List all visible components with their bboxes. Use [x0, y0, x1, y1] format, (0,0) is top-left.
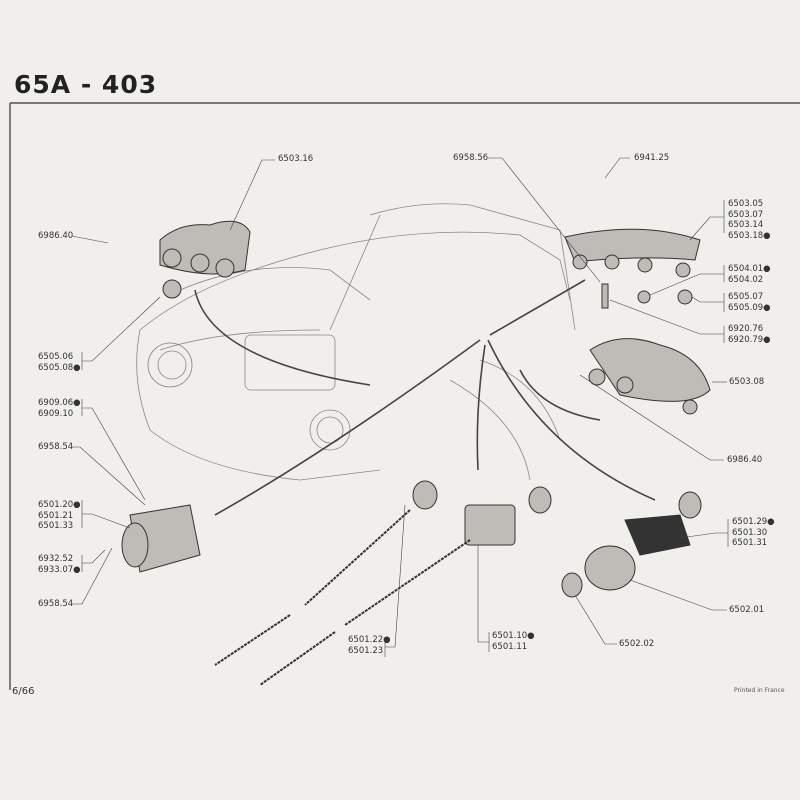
callout-6504: 6504.01●6504.02	[728, 264, 771, 285]
callout-6503-08: 6503.08	[729, 377, 765, 387]
part-6505-06	[162, 279, 182, 299]
callout-6502-01: 6502.01	[729, 605, 765, 615]
callout-6986-40-right: 6986.40	[727, 455, 763, 465]
callout-6986-40-left: 6986.40	[38, 231, 74, 241]
part-6502-02	[561, 572, 583, 598]
callout-6501-10: 6501.10●6501.11	[492, 631, 535, 652]
callout-6958-54-top: 6958.54	[38, 442, 74, 452]
callout-6909: 6909.06●6909.10	[38, 398, 81, 419]
page-number: 6/66	[12, 686, 35, 697]
part-6505-07	[677, 289, 693, 305]
callout-6941-25: 6941.25	[634, 153, 670, 163]
callout-6502-02: 6502.02	[619, 639, 655, 649]
printed-in-france: Printed in France	[734, 687, 785, 694]
part-6502-01	[584, 545, 636, 591]
part-6920	[601, 283, 609, 309]
page-title: 65A - 403	[14, 70, 158, 99]
callout-6501-22: 6501.22●6501.23	[348, 635, 391, 656]
part-6504	[637, 290, 651, 304]
callout-6958-54-bottom: 6958.54	[38, 599, 74, 609]
car-outline	[136, 203, 576, 481]
page-frame	[9, 102, 800, 690]
part-6501-22	[412, 480, 438, 510]
part-6503-08	[589, 338, 711, 402]
callout-6958-56: 6958.56	[453, 153, 489, 163]
part-6501-29	[624, 514, 691, 556]
part-6501-10	[464, 504, 516, 546]
callout-6503-16: 6503.16	[278, 154, 314, 164]
